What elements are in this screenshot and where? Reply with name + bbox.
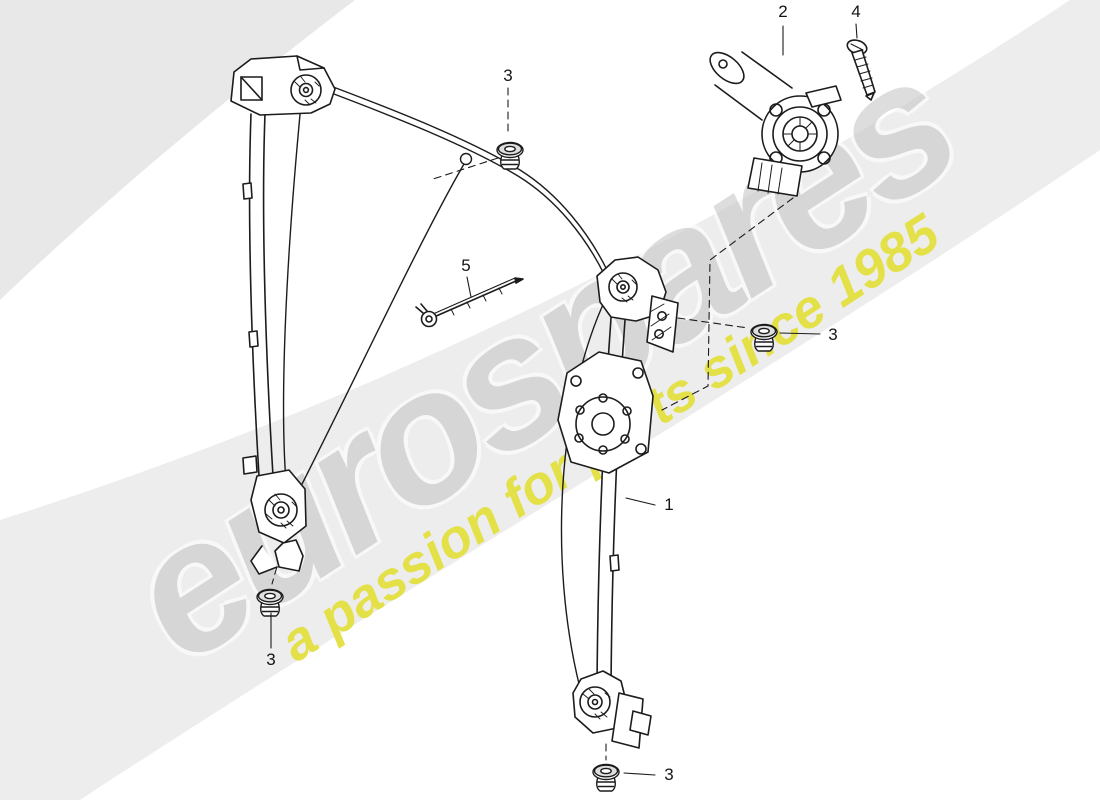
clip-drawing [415,277,524,328]
callout-leader-lines [270,23,858,776]
left-regulator-drawing [230,55,336,575]
lift-cables [282,81,609,689]
screw-drawing [846,39,876,101]
assembly-dashed-lines [271,87,794,761]
motor-drawing [709,51,842,197]
right-regulator-drawing [557,256,679,749]
grommet-drawings [256,141,778,792]
